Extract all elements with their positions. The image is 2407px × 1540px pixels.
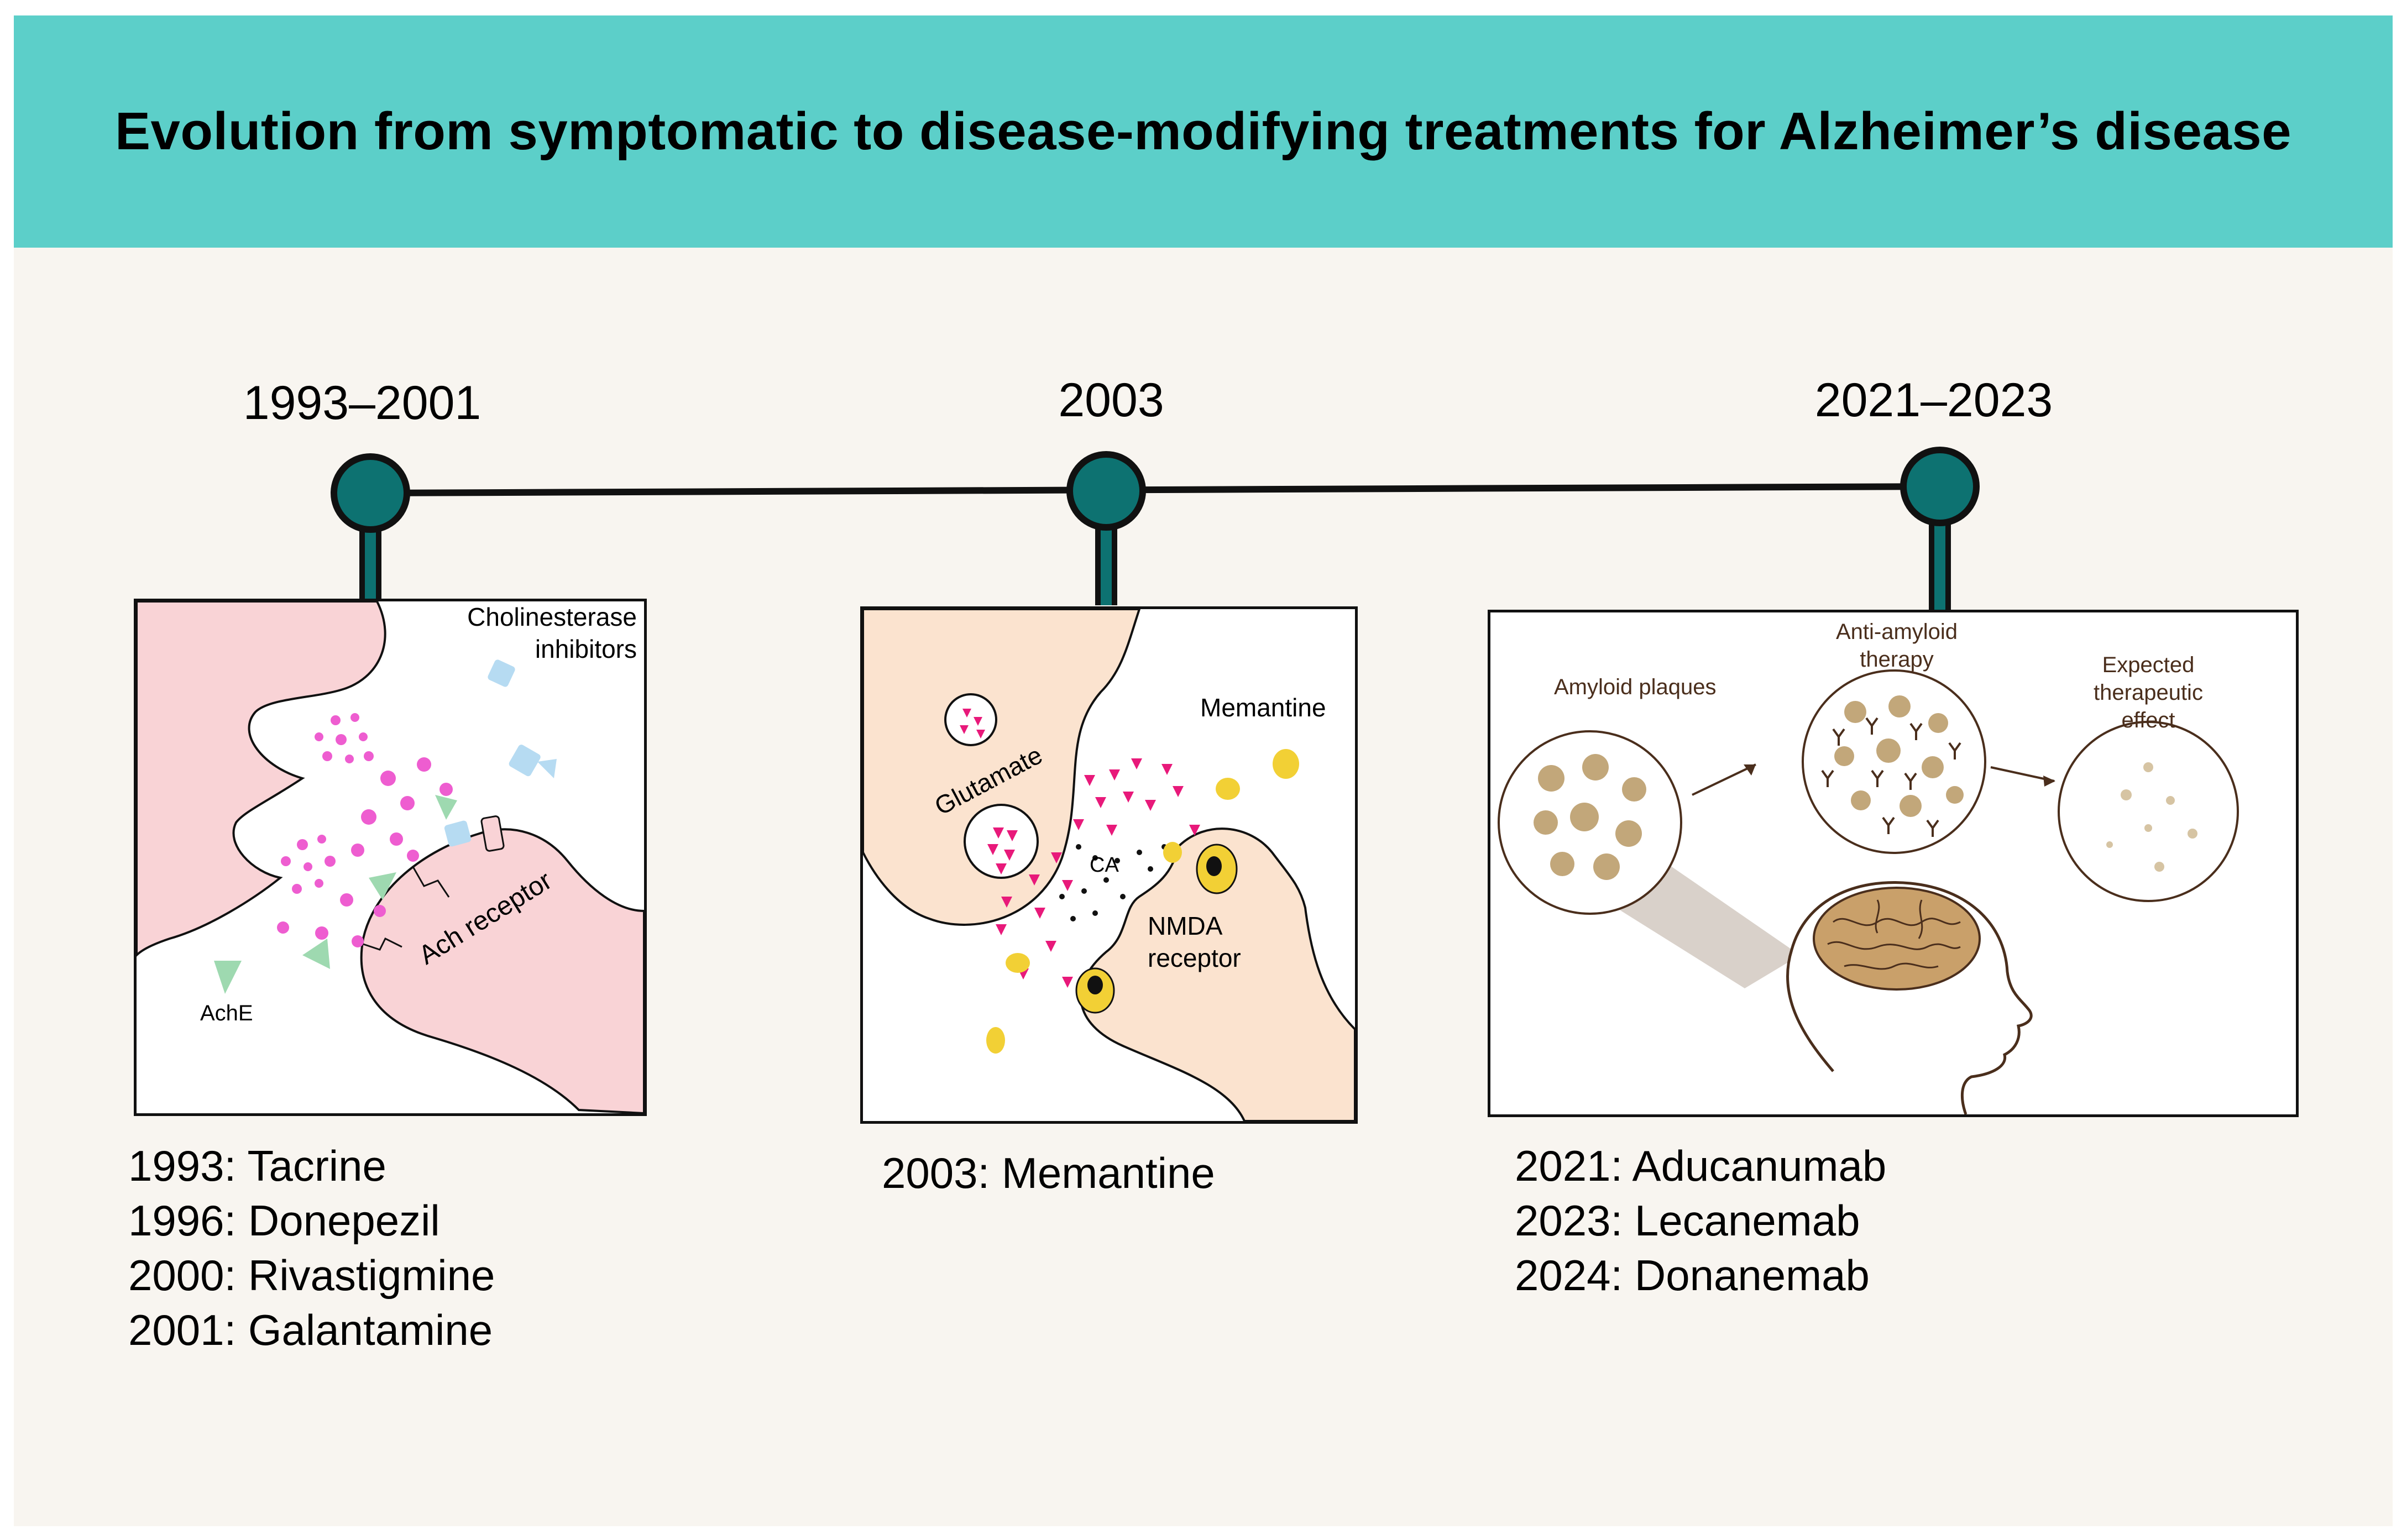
drug-item: 2024: Donanemab	[1515, 1251, 1870, 1300]
timeline-node-2	[1066, 451, 1146, 531]
cholinergic-synapse-illustration	[137, 601, 644, 1113]
timeline-line	[370, 483, 1940, 496]
arrow-to-effect	[1990, 766, 2055, 787]
drug-item: 1996: Donepezil	[128, 1196, 440, 1245]
timeline-node-3	[1900, 447, 1980, 526]
label-cholinesterase-inhibitors: Cholinesterase inhibitors	[467, 603, 637, 663]
timeline-node-1	[331, 453, 410, 533]
expected-effect-circle	[2058, 721, 2239, 902]
figure-title: Evolution from symptomatic to disease-mo…	[114, 102, 2291, 161]
drug-list-3: 2021: Aducanumab 2023: Lecanemab 2024: D…	[1515, 1139, 1886, 1303]
panel-glutamatergic-synapse: Memantine Glutamate CA NMDA receptor	[860, 606, 1358, 1124]
glutamatergic-synapse-illustration	[863, 609, 1355, 1121]
residual-plaques	[2106, 762, 2197, 872]
label-anti-amyloid-therapy: Anti-amyloid therapy	[1835, 620, 1958, 672]
drug-item: 2003: Memantine	[882, 1149, 1215, 1197]
glutamate-molecules	[960, 709, 1200, 988]
panel-cholinergic-synapse: Cholinesterase inhibitors Ach receptor A…	[134, 599, 647, 1116]
arrow-to-therapy	[1692, 763, 1756, 796]
drug-item: 1993: Tacrine	[128, 1141, 386, 1190]
timeline-stem-3	[1929, 511, 1951, 610]
label-expected-effect: Expected therapeutic effect	[2094, 653, 2203, 732]
drug-list-2: 2003: Memantine	[882, 1146, 1215, 1201]
brain-folds	[1827, 899, 1961, 970]
label-ache: AchE	[200, 1001, 253, 1025]
postsynaptic-neuron	[360, 828, 644, 1113]
cholinesterase-inhibitor-molecules	[444, 659, 557, 847]
anti-amyloid-illustration	[1498, 669, 2239, 1114]
calcium-ions	[1059, 844, 1167, 921]
ache-enzymes	[214, 795, 457, 994]
drug-item: 2021: Aducanumab	[1515, 1141, 1887, 1190]
memantine-molecules	[986, 749, 1299, 1054]
amyloid-plaques	[1534, 754, 1646, 880]
label-nmda-receptor: NMDA receptor	[1148, 912, 1241, 972]
label-calcium: CA	[1090, 853, 1119, 877]
title-banner: Evolution from symptomatic to disease-mo…	[14, 15, 2393, 248]
presynaptic-neuron	[137, 601, 386, 957]
nmda-receptor-channels	[1075, 844, 1238, 1014]
drug-item: 2001: Galantamine	[128, 1306, 493, 1354]
drug-item: 2023: Lecanemab	[1515, 1196, 1860, 1245]
ach-receptor-sites	[363, 815, 505, 951]
period-label-1: 1993–2001	[243, 376, 482, 429]
antibodies	[1821, 717, 1961, 837]
acetylcholine-molecules	[277, 713, 453, 947]
postsynaptic-neuron	[1080, 827, 1355, 1121]
drug-item: 2000: Rivastigmine	[128, 1251, 495, 1300]
drug-list-1: 1993: Tacrine 1996: Donepezil 2000: Riva…	[128, 1139, 495, 1358]
presynaptic-neuron	[863, 609, 1141, 926]
label-memantine: Memantine	[1200, 693, 1326, 722]
panel-anti-amyloid-therapy: Amyloid plaques Anti-amyloid therapy Exp…	[1488, 610, 2299, 1117]
period-label-2: 2003	[1058, 374, 1164, 427]
timeline-stem-2	[1095, 517, 1117, 605]
label-amyloid-plaques: Amyloid plaques	[1554, 675, 1717, 699]
brain	[1813, 887, 1981, 991]
targeted-plaques	[1834, 695, 1964, 817]
period-label-3: 2021–2023	[1814, 374, 2053, 427]
